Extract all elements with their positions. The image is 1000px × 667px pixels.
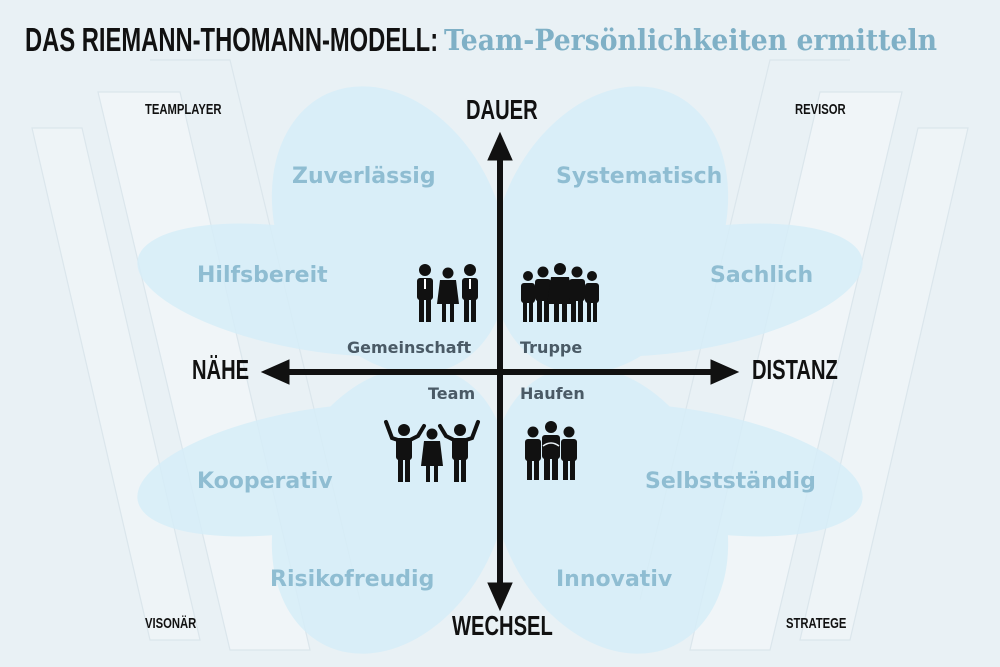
- title-subtitle: Team-Persönlichkeiten ermitteln: [444, 23, 938, 57]
- corner-label-revisor: REVISOR: [795, 101, 846, 118]
- group-label-team: Team: [428, 384, 476, 403]
- trait-innovativ: Innovativ: [556, 567, 673, 592]
- page-title: DAS RIEMANN-THOMANN-MODELL: Team-Persönl…: [25, 20, 937, 60]
- crowd-people-icon: [521, 263, 599, 322]
- axis-label-dauer: DAUER: [466, 94, 538, 125]
- axis-label-distanz: DISTANZ: [752, 354, 838, 385]
- group-label-haufen: Haufen: [520, 384, 585, 403]
- corner-label-visionaer: VISONÄR: [145, 615, 197, 632]
- title-bold: DAS RIEMANN-THOMANN-MODELL:: [25, 21, 439, 58]
- axes: [260, 131, 740, 612]
- trait-risikofreudig: Risikofreudig: [270, 567, 435, 592]
- group-label-truppe: Truppe: [520, 338, 583, 357]
- trait-kooperativ: Kooperativ: [197, 469, 333, 494]
- three-people-icon: [417, 264, 478, 322]
- trait-zuverlaessig: Zuverlässig: [292, 164, 436, 189]
- corner-label-teamplayer: TEAMPLAYER: [145, 101, 222, 118]
- corner-label-stratege: STRATEGE: [786, 615, 847, 632]
- huddled-people-icon: [525, 421, 577, 480]
- axis-label-wechsel: WECHSEL: [452, 610, 553, 641]
- trait-sachlich: Sachlich: [710, 263, 814, 288]
- axis-label-naehe: NÄHE: [192, 354, 250, 385]
- trait-selbststaendig: Selbstständig: [645, 469, 816, 494]
- cheering-people-icon: [384, 420, 480, 482]
- group-label-gemeinschaft: Gemeinschaft: [347, 338, 472, 357]
- trait-hilfsbereit: Hilfsbereit: [197, 263, 328, 288]
- trait-systematisch: Systematisch: [556, 164, 723, 189]
